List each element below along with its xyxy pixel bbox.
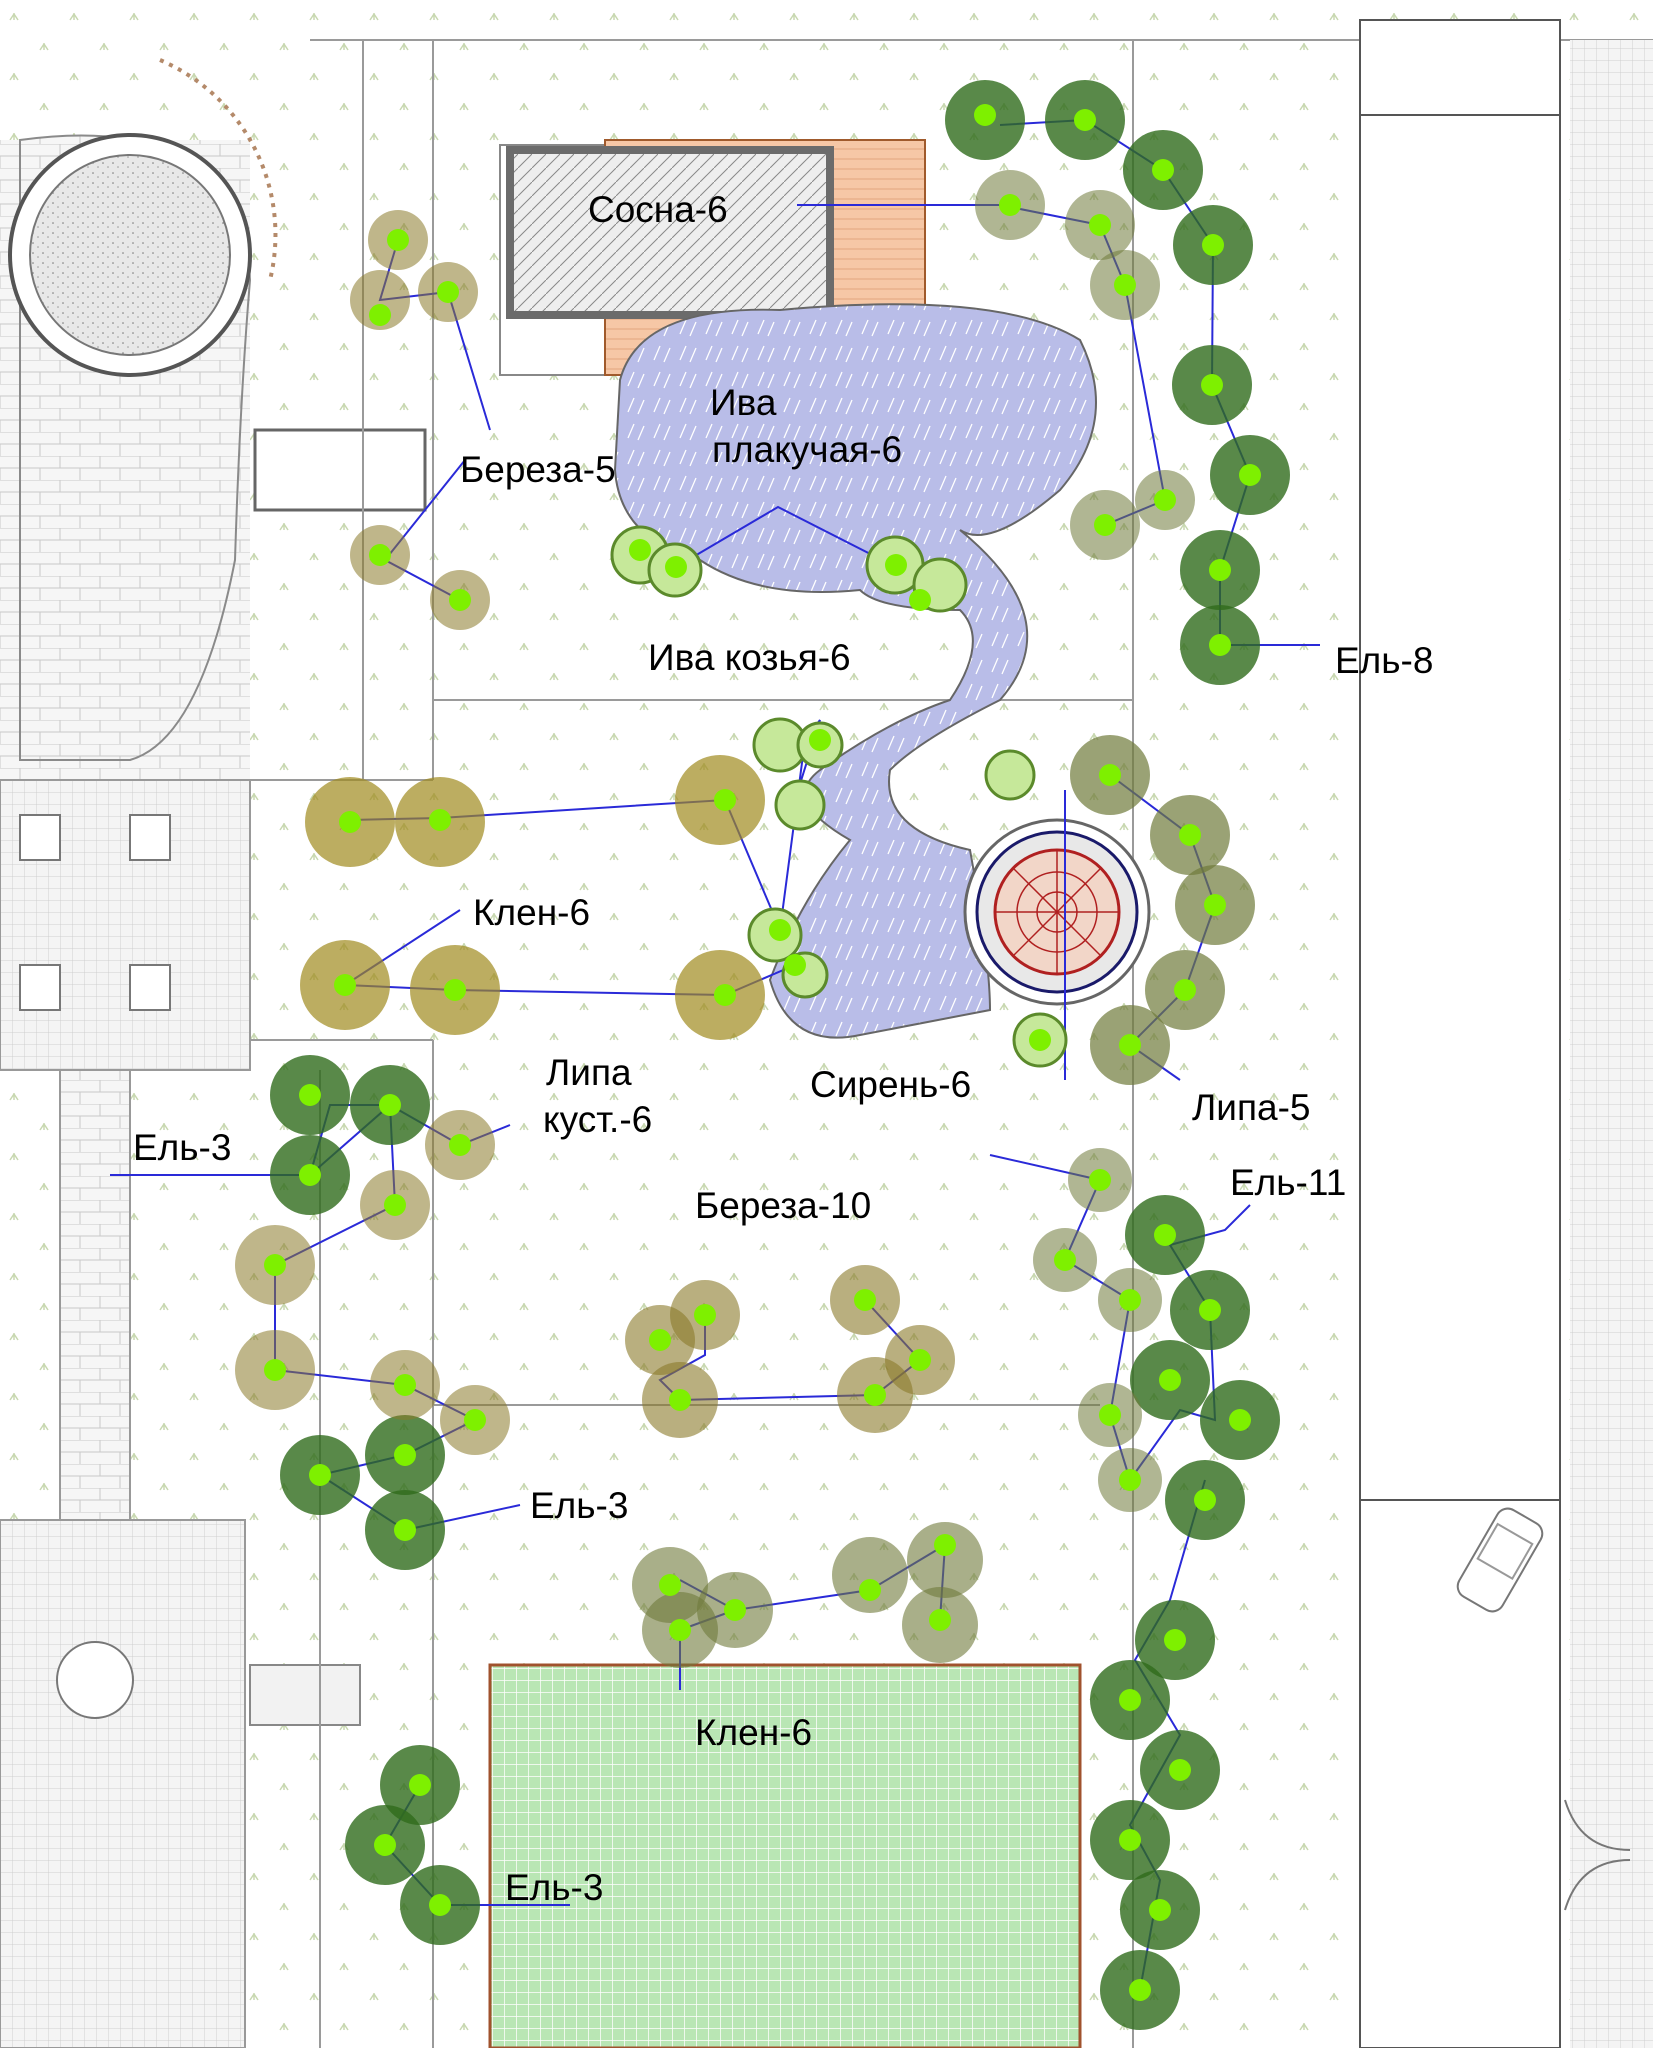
- label-linden-bush-line1: Липа: [546, 1052, 632, 1093]
- round-pergola: [963, 818, 1151, 1006]
- label-maple-6-bottom: Клен-6: [695, 1712, 812, 1753]
- car-icon: [1456, 1507, 1544, 1613]
- label-lilac: Сирень-6: [810, 1064, 971, 1105]
- label-birch-10: Береза-10: [695, 1185, 871, 1226]
- plant-labels: Сосна-6 Ива плакучая-6 Береза-5 Ива козь…: [133, 189, 1433, 1908]
- label-spruce-3-b: Ель-3: [530, 1485, 628, 1526]
- road: [1359, 19, 1653, 2048]
- label-birch-5: Береза-5: [460, 449, 616, 490]
- trunk-markers: [264, 104, 1261, 2001]
- label-pine: Сосна-6: [588, 189, 728, 230]
- lawn: [488, 1663, 1082, 2048]
- label-goat-willow: Ива козья-6: [648, 637, 851, 678]
- left-paving: [0, 140, 361, 2048]
- label-weeping-willow-line2: плакучая-6: [712, 429, 902, 470]
- label-weeping-willow-line1: Ива: [710, 382, 777, 423]
- label-spruce-11: Ель-11: [1230, 1162, 1346, 1203]
- label-linden-bush-line2: куст.-6: [543, 1099, 652, 1140]
- round-gazebo: [8, 58, 427, 761]
- label-spruce-3-c: Ель-3: [505, 1867, 603, 1908]
- label-spruce-3-a: Ель-3: [133, 1127, 231, 1168]
- label-maple-6-top: Клен-6: [473, 892, 590, 933]
- maple-bottom-cluster: [632, 1522, 983, 1668]
- label-linden-5: Липа-5: [1192, 1087, 1310, 1128]
- label-spruce-8: Ель-8: [1335, 640, 1433, 681]
- willow-cluster: [610, 525, 1068, 1068]
